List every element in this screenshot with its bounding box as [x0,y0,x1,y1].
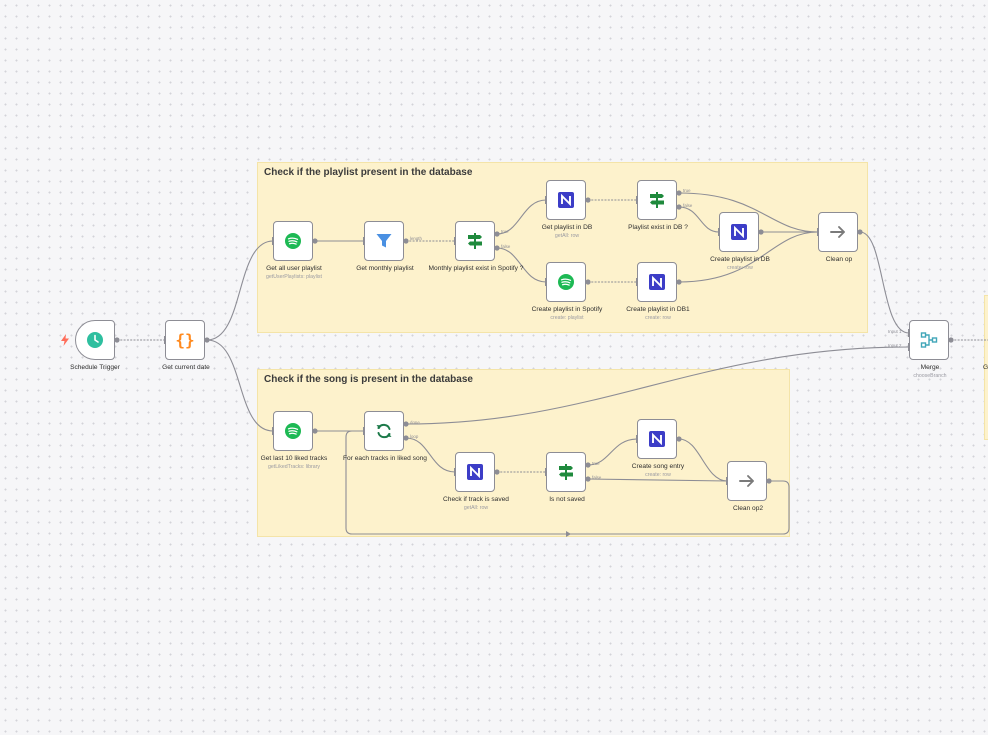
handle-label-input-2: Input 2 [888,343,902,348]
node-subtitle: getUserPlaylists: playlist [266,274,322,280]
n-db-icon [558,192,574,208]
node-is-not-saved[interactable] [546,452,586,492]
handle-label-loop: loop [410,434,419,439]
arrow-right-icon [830,226,845,238]
node-label: Get all user playlist getUserPlaylists: … [239,265,349,281]
node-get-current-date[interactable]: {} [165,320,205,360]
node-get-monthly-playlist[interactable] [364,221,404,261]
clock-icon [87,332,103,348]
handle-label-input-1: Input 1 [888,329,902,334]
node-clean-op[interactable] [818,212,858,252]
node-label: Clean op2 [693,505,803,513]
node-schedule-trigger[interactable] [75,320,115,360]
node-for-each-tracks[interactable] [364,411,404,451]
node-title: For each tracks in liked song [343,455,427,462]
handle-label-false: false [501,244,511,249]
spotify-icon [558,274,574,290]
node-title: Merge [920,364,940,371]
node-subtitle: getAll: row [463,505,489,511]
node-label: Create song entry create: row [603,463,713,479]
node-title: Clean op2 [732,505,764,512]
sticky-title: Check if the playlist present in the dat… [264,167,473,178]
signpost-icon [468,233,482,249]
node-label: For each tracks in liked song [330,455,440,463]
n-db-icon [731,224,747,240]
node-title: Create playlist in Spotify [531,306,603,313]
node-title: Get last 10 liked tracks [260,455,328,462]
cut-off-node-label: G [983,364,988,371]
node-title: Create playlist in DB [710,256,770,263]
n-db-icon [649,274,665,290]
node-label: Create playlist in DB create: row [685,256,795,272]
node-subtitle: getLikedTracks: library [268,464,320,470]
node-title: Is not saved [549,496,585,503]
node-monthly-playlist-exist[interactable] [455,221,495,261]
node-title: Get current date [162,364,210,371]
node-subtitle: create: row [645,472,671,478]
braces-icon: {} [175,331,194,349]
handle-label-false: false [683,203,693,208]
node-get-last-10-liked-tracks[interactable] [273,411,313,451]
node-subtitle: getAll: row [554,233,580,239]
node-label: Get last 10 liked tracks getLikedTracks:… [239,455,349,471]
node-clean-op2[interactable] [727,461,767,501]
handle-label-true: true [683,188,691,193]
node-title: Get playlist in DB [541,224,593,231]
node-subtitle: create: playlist [550,315,584,321]
node-label: Merge chooseBranch [875,364,985,380]
node-title: Monthly playlist exist in Spotify ? [428,265,524,272]
node-playlist-exist-in-db[interactable] [637,180,677,220]
node-label: Create playlist in DB1 create: row [603,306,713,322]
handle-label-false: false [592,475,602,480]
node-label: Is not saved [512,496,622,504]
node-label: Playlist exist in DB ? [603,224,713,232]
node-title: Check if track is saved [443,496,509,503]
node-label: Check if track is saved getAll: row [421,496,531,512]
trigger-bolt-icon [61,334,69,346]
handle-label-done: done [410,420,420,425]
handle-label-length: length [410,236,422,241]
signpost-icon [559,464,573,480]
spotify-icon [285,423,301,439]
n-db-icon [649,431,665,447]
node-label: Monthly playlist exist in Spotify ? [421,265,531,273]
sticky-title: Check if the song is present in the data… [264,374,473,385]
node-check-if-track-is-saved[interactable] [455,452,495,492]
signpost-icon [650,192,664,208]
node-label: Schedule Trigger [40,364,150,372]
loop-icon [376,423,392,439]
node-subtitle: chooseBranch [913,373,947,379]
node-title: Schedule Trigger [70,364,120,371]
node-subtitle: create: row [727,265,753,271]
node-label: Clean op [784,256,894,264]
node-label: Get monthly playlist [330,265,440,273]
node-get-all-user-playlist[interactable] [273,221,313,261]
node-title: Get monthly playlist [356,265,414,272]
node-create-playlist-in-db1[interactable] [637,262,677,302]
spotify-icon [285,233,301,249]
merge-icon [920,332,938,348]
filter-icon [376,234,392,248]
node-title: Clean op [825,256,853,263]
node-title: Playlist exist in DB ? [628,224,688,231]
node-label: Get playlist in DB getAll: row [512,224,622,240]
node-subtitle: create: row [645,315,671,321]
handle-label-true: true [501,229,509,234]
node-create-playlist-in-db[interactable] [719,212,759,252]
node-create-song-entry[interactable] [637,419,677,459]
node-title: Create playlist in DB1 [626,306,690,313]
node-get-playlist-in-db[interactable] [546,180,586,220]
node-create-playlist-in-spotify[interactable] [546,262,586,302]
svg-text:{}: {} [175,331,194,349]
node-title: Get all user playlist [266,265,322,272]
node-label: Get current date [131,364,241,372]
node-label: Create playlist in Spotify create: playl… [512,306,622,322]
arrow-right-icon [739,475,754,487]
handle-label-true: true [592,461,600,466]
n-db-icon [467,464,483,480]
sticky-note-offscreen[interactable] [984,295,988,440]
node-merge[interactable] [909,320,949,360]
node-title: Create song entry [631,463,685,470]
